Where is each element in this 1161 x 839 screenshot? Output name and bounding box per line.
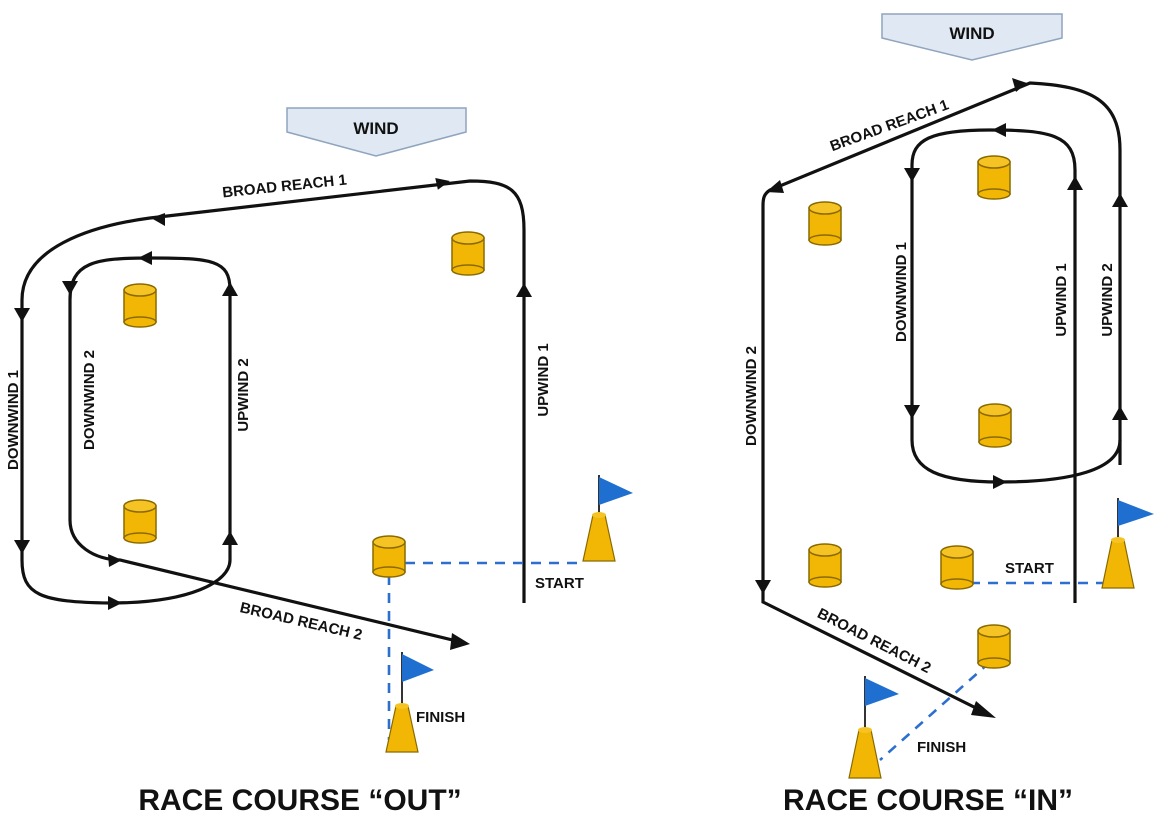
race-course-in: WIND BROAD REACH 1 BROAD REACH 2 DOWNWIN… xyxy=(743,13,1154,817)
downwind-2-label: DOWNWIND 2 xyxy=(743,346,760,446)
buoy-icon xyxy=(123,283,157,328)
upwind-1-label: UPWIND 1 xyxy=(535,343,552,416)
finish-line xyxy=(879,661,991,761)
buoy-icon xyxy=(940,545,974,590)
course-arrows xyxy=(14,178,532,650)
upwind-2-label: UPWIND 2 xyxy=(1099,263,1116,336)
flag-boat-icon xyxy=(385,652,434,753)
race-course-out: WIND BROAD REACH 1 BROAD REACH 2 DOWNWIN… xyxy=(5,107,633,817)
wind-label: WIND xyxy=(949,24,994,43)
start-label: START xyxy=(535,575,584,592)
inner-course-line xyxy=(910,128,1122,603)
buoy-icon xyxy=(808,543,842,588)
broad-reach-2-label: BROAD REACH 2 xyxy=(238,599,364,644)
buoy-icon xyxy=(977,155,1011,200)
buoy-icon xyxy=(372,535,406,578)
start-label: START xyxy=(1005,560,1054,577)
wind-label: WIND xyxy=(353,119,398,138)
broad-reach-1-label: BROAD REACH 1 xyxy=(828,96,951,155)
downwind-1-label: DOWNWIND 1 xyxy=(5,370,22,470)
finish-label: FINISH xyxy=(416,709,465,726)
wind-arrow-icon: WIND xyxy=(286,107,467,157)
inner-course-line xyxy=(68,256,466,645)
outer-course-line xyxy=(20,179,526,605)
outer-course-line xyxy=(761,81,1122,717)
wind-arrow-icon: WIND xyxy=(881,13,1063,61)
downwind-1-label: DOWNWIND 1 xyxy=(893,242,910,342)
course-in-title: RACE COURSE “IN” xyxy=(783,784,1073,817)
buoy-icon xyxy=(808,201,842,246)
course-out-title: RACE COURSE “OUT” xyxy=(138,784,461,817)
flag-boat-icon xyxy=(582,475,633,562)
buoy-icon xyxy=(123,499,157,544)
broad-reach-2-label: BROAD REACH 2 xyxy=(814,605,933,677)
buoy-icon xyxy=(977,624,1011,669)
buoy-icon xyxy=(451,231,485,276)
upwind-2-label: UPWIND 2 xyxy=(235,358,252,431)
upwind-1-label: UPWIND 1 xyxy=(1053,263,1070,336)
flag-boat-icon xyxy=(848,676,899,779)
buoy-icon xyxy=(978,403,1012,448)
course-arrows xyxy=(755,78,1128,718)
downwind-2-label: DOWNWIND 2 xyxy=(81,350,98,450)
flag-boat-icon xyxy=(1101,498,1154,589)
finish-label: FINISH xyxy=(917,739,966,756)
